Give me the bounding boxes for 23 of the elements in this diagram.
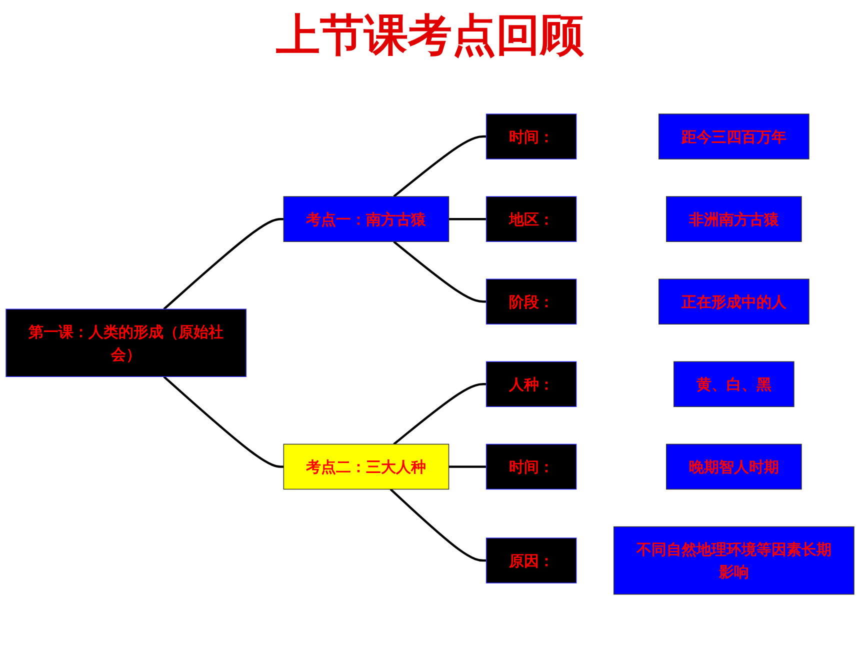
node-box: 原因： xyxy=(486,537,577,584)
node-box: 考点二：三大人种 xyxy=(283,444,450,490)
node-box: 黄、白、黑 xyxy=(674,361,794,407)
connector xyxy=(393,240,486,303)
node-box: 时间： xyxy=(486,444,577,490)
connector xyxy=(390,488,486,562)
node-box: 晚期智人时期 xyxy=(666,444,802,490)
connector xyxy=(448,465,486,468)
node-box: 第一课：人类的形成（原始社会） xyxy=(6,308,247,377)
node-box: 阶段： xyxy=(486,278,577,324)
connector xyxy=(163,376,284,468)
connector xyxy=(393,382,486,445)
node-box: 距今三四百万年 xyxy=(658,114,810,160)
node-box: 时间： xyxy=(486,114,577,160)
connector xyxy=(163,218,284,310)
node-box: 考点一：南方古猿 xyxy=(283,196,450,242)
connector xyxy=(448,218,486,220)
title: 上节课考点回顾 xyxy=(275,9,585,63)
node-box: 不同自然地理环境等因素长期影响 xyxy=(613,526,854,594)
node-box: 人种： xyxy=(486,361,577,407)
connector xyxy=(393,135,486,198)
node-box: 正在形成中的人 xyxy=(658,278,810,324)
node-box: 非洲南方古猿 xyxy=(666,196,802,242)
